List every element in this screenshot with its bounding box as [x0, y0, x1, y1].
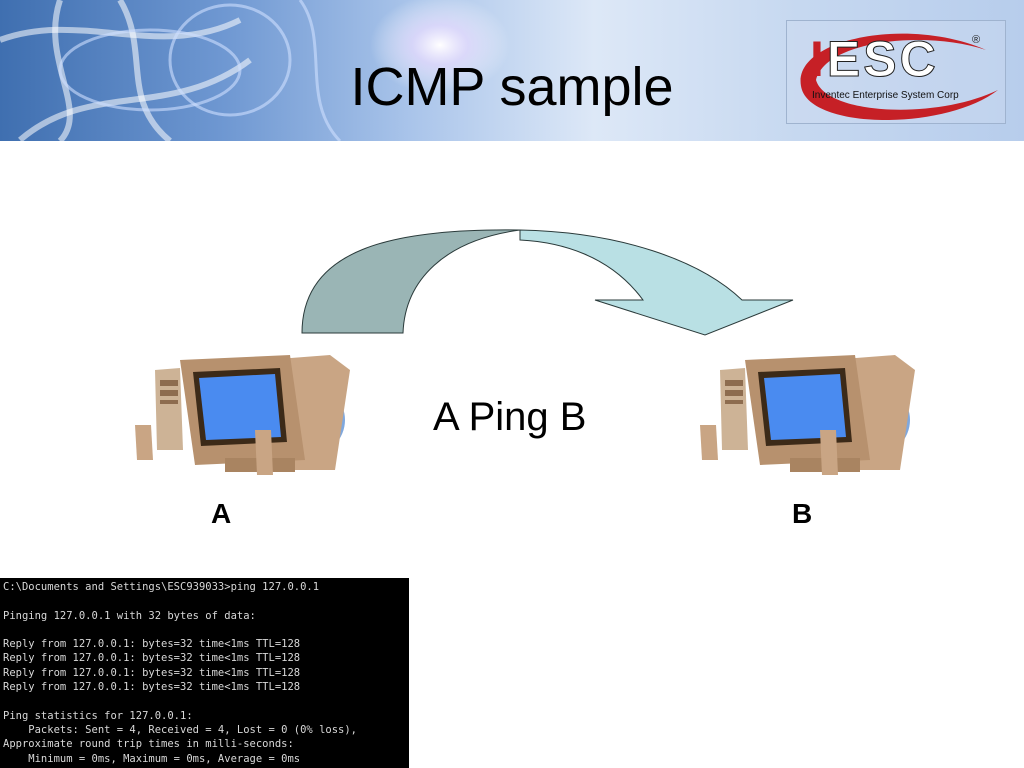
terminal-line — [3, 694, 409, 708]
computer-b-icon — [700, 355, 915, 475]
ping-arrows — [301, 229, 794, 336]
top-arrow-head — [519, 229, 794, 336]
terminal-line — [3, 623, 409, 637]
terminal-line: C:\Documents and Settings\ESC939033>ping… — [3, 581, 320, 593]
logo-letter-i: I — [810, 31, 827, 87]
node-b-label: B — [792, 498, 813, 529]
terminal-line: Ping statistics for 127.0.0.1: — [3, 709, 193, 722]
top-arrow-tail — [301, 229, 521, 334]
terminal-line: Pinging 127.0.0.1 with 32 bytes of data: — [3, 609, 256, 622]
registered-mark: ® — [972, 34, 981, 46]
computer-a-icon — [135, 355, 350, 475]
terminal-line: Reply from 127.0.0.1: bytes=32 time<1ms … — [3, 681, 301, 694]
title-banner: ICMP sample IESC ® Inventec Enterprise S… — [0, 0, 1024, 141]
slide-title: ICMP sample — [350, 57, 674, 117]
terminal-line: Packets: Sent = 4, Received = 4, Lost = … — [3, 723, 358, 736]
logo-wordmark: IESC — [810, 31, 939, 87]
logo-letters-esc: ESC — [826, 31, 939, 87]
command-prompt-output: C:\Documents and Settings\ESC939033>ping… — [0, 578, 409, 768]
terminal-line: Approximate round trip times in milli-se… — [3, 738, 294, 751]
logo-subtitle: Inventec Enterprise System Corp — [812, 90, 959, 101]
ping-label: A Ping B — [433, 395, 587, 439]
terminal-line: Reply from 127.0.0.1: bytes=32 time<1ms … — [3, 638, 301, 651]
terminal-line: Minimum = 0ms, Maximum = 0ms, Average = … — [3, 752, 301, 765]
terminal-line: Reply from 127.0.0.1: bytes=32 time<1ms … — [3, 652, 301, 665]
banner-swirl-graphic — [0, 0, 510, 141]
terminal-line — [3, 594, 409, 608]
node-a-label: A — [211, 498, 232, 529]
company-logo: IESC ® Inventec Enterprise System Corp — [786, 20, 1006, 124]
terminal-line: Reply from 127.0.0.1: bytes=32 time<1ms … — [3, 666, 301, 679]
